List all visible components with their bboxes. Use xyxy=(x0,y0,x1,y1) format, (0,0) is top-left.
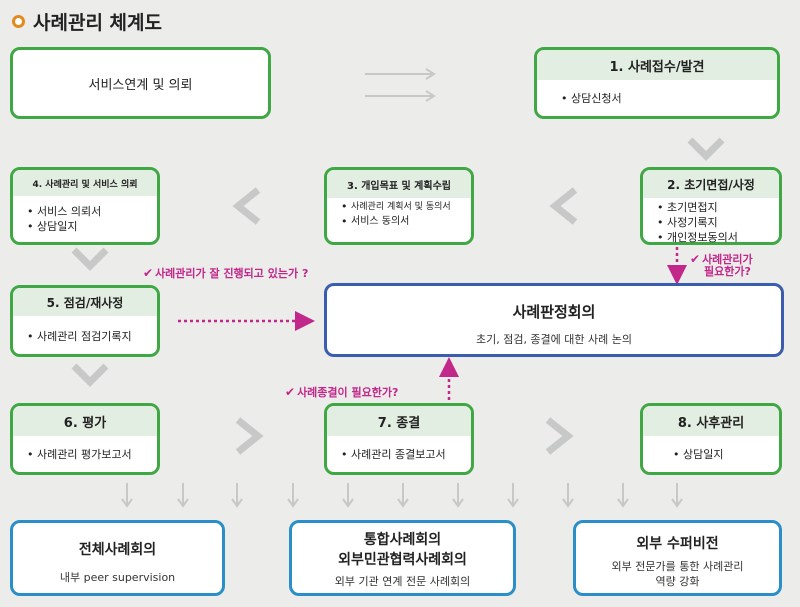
small-arrow-head xyxy=(231,498,243,508)
assessment-items: 초기면접지 사정기록지 개인정보동의서 xyxy=(657,201,773,246)
planning-items: 사례관리 계획서 및 동의서 서비스 동의서 xyxy=(341,202,465,229)
node-judgment-meeting: 사례판정회의 초기, 점검, 종결에 대한 사례 논의 xyxy=(324,283,784,357)
circle-icon xyxy=(12,15,25,28)
service-referral-items: 서비스 의뢰서 상담일지 xyxy=(27,205,151,235)
followup-items: 상담일지 xyxy=(673,448,773,463)
check-icon: ✔ xyxy=(285,385,296,399)
small-arrow-head xyxy=(671,498,683,508)
node-planning: 3. 개입목표 및 계획수립 사례관리 계획서 및 동의서 서비스 동의서 xyxy=(324,167,474,245)
node-service-referral: 4. 사례관리 및 서비스 의뢰 서비스 의뢰서 상담일지 xyxy=(10,167,160,245)
check-icon: ✔ xyxy=(143,266,154,280)
arrow-down-1 xyxy=(687,137,725,161)
node-review: 5. 점검/재사정 사례관리 점검기록지 xyxy=(10,285,160,357)
intake-items: 상담신청서 xyxy=(561,92,771,107)
node-intake: 1. 사례접수/발견 상담신청서 xyxy=(534,47,780,119)
small-arrow-head xyxy=(452,498,464,508)
double-arrow xyxy=(365,68,436,102)
question-is-needed: ✔사례관리가 필요한가? xyxy=(690,252,753,278)
node-supervision: 외부 수퍼비전 외부 전문가를 통한 사례관리 역량 강화 xyxy=(573,520,782,596)
small-arrow-head xyxy=(342,498,354,508)
small-arrow-head xyxy=(507,498,519,508)
check-icon: ✔ xyxy=(690,252,701,266)
question-closure-needed: ✔사례종결이 필요한가? xyxy=(285,385,399,399)
small-arrow-head xyxy=(287,498,299,508)
arrow-right-7 xyxy=(545,417,574,455)
node-followup: 8. 사후관리 상담일지 xyxy=(640,403,782,475)
node-integrated-meeting: 통합사례회의 외부민관협력사례회의 외부 기관 연계 전문 사례회의 xyxy=(289,520,516,596)
node-all-meeting: 전체사례회의 내부 peer supervision xyxy=(10,520,225,596)
node-evaluation: 6. 평가 사례관리 평가보고서 xyxy=(10,403,160,475)
small-arrow-head xyxy=(562,498,574,508)
small-down-arrows xyxy=(121,483,683,508)
closure-items: 사례관리 종결보고서 xyxy=(341,448,465,463)
arrow-left-2 xyxy=(549,187,578,225)
node-closure: 7. 종결 사례관리 종결보고서 xyxy=(324,403,474,475)
small-arrow-head xyxy=(121,498,133,508)
arrow-down-5 xyxy=(71,363,109,387)
evaluation-items: 사례관리 평가보고서 xyxy=(27,448,151,463)
review-items: 사례관리 점검기록지 xyxy=(27,330,151,345)
question-in-progress: ✔사례관리가 잘 진행되고 있는가 ? xyxy=(143,266,309,280)
arrow-left-3 xyxy=(232,187,261,225)
node-assessment: 2. 초기면접/사정 초기면접지 사정기록지 개인정보동의서 xyxy=(640,167,782,245)
small-arrow-head xyxy=(617,498,629,508)
small-arrow-head xyxy=(177,498,189,508)
node-service-link: 서비스연계 및 의뢰 xyxy=(10,47,271,119)
page-title: 사례관리 체계도 xyxy=(12,8,162,35)
arrow-right-6 xyxy=(235,417,264,455)
small-arrow-head xyxy=(397,498,409,508)
arrow-down-4 xyxy=(71,247,109,271)
